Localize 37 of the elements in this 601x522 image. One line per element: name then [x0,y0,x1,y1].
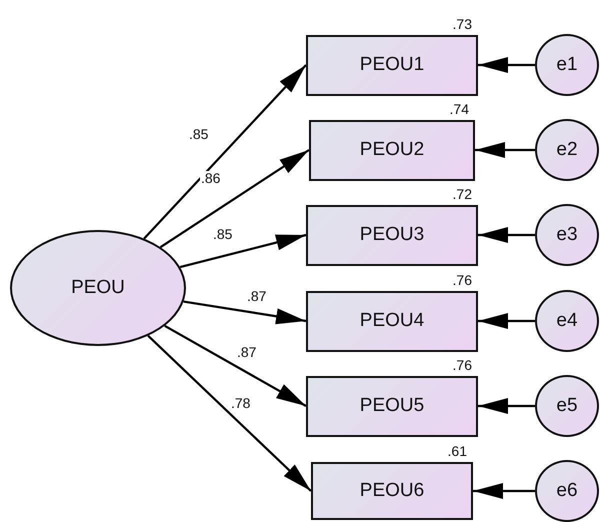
r-squared-value: .76 [452,356,472,372]
variable-name: PEOU5 [360,395,424,417]
arrow [475,142,535,158]
r-squared-value: .61 [448,443,467,459]
arrow [183,300,306,324]
r-squared-value: .72 [452,186,472,202]
variable-name: e4 [556,310,578,332]
r-squared-value: .76 [452,272,472,288]
arrow [478,227,535,243]
edge-label: .87 [246,289,268,304]
variable-name: PEOU4 [360,310,424,332]
arrow [473,483,535,499]
arrow [180,234,306,268]
variable-name: e1 [556,54,578,76]
r-squared-value: .74 [450,100,469,116]
arrow [160,149,310,248]
variable-name: PEOU6 [360,480,424,502]
variable-name: e5 [556,395,578,417]
arrow [478,398,535,414]
variable-name: e2 [556,139,578,161]
variable-name: PEOU2 [360,139,424,161]
edge-label: .85 [188,127,210,142]
variable-name: PEOU3 [360,224,424,246]
edge-label: .85 [212,227,234,242]
variable-name: PEOU1 [360,54,424,76]
arrow [478,313,535,329]
variable-name: PEOU [71,277,125,299]
edge-label: .78 [230,396,252,411]
arrow [147,334,312,492]
arrow [143,64,307,240]
r-squared-value: .73 [452,16,472,32]
edge-label: .86 [200,171,222,186]
edge-label: .87 [236,345,258,360]
arrow [478,57,535,73]
arrow [164,324,307,407]
variable-name: e3 [556,224,578,246]
variable-name: e6 [556,480,578,502]
